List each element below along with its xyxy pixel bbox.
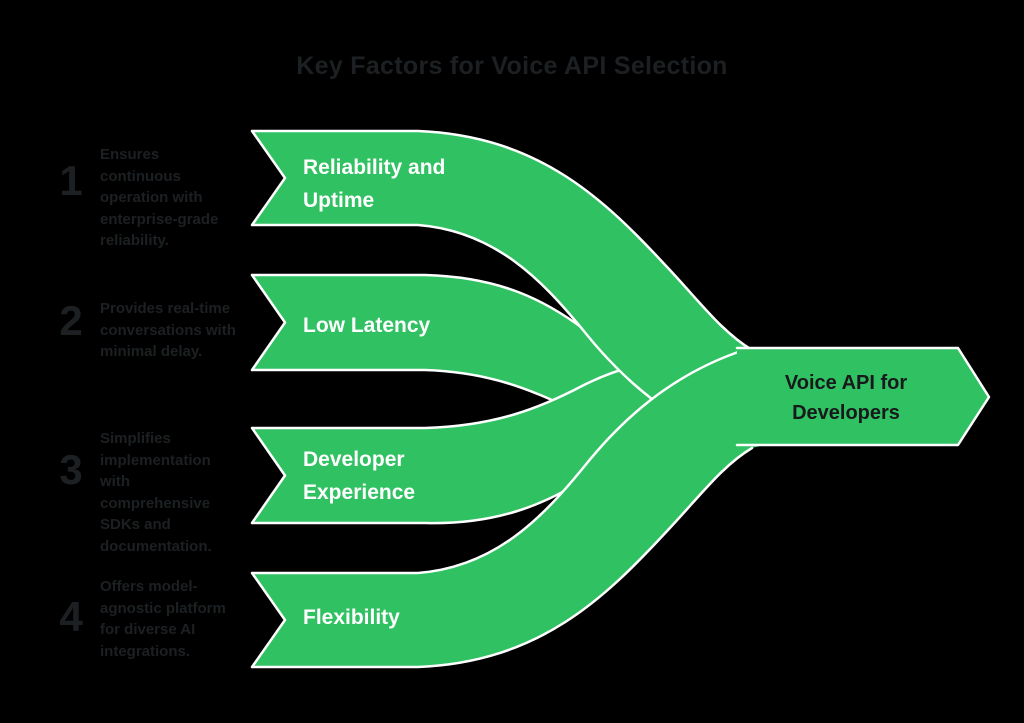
- factor-2-number: 2: [59, 297, 83, 344]
- page-title: Key Factors for Voice API Selection: [296, 52, 728, 80]
- factor-1-description: Ensures continuous operation with enterp…: [100, 146, 219, 250]
- result-arrow-label: Voice API for Developers: [784, 372, 908, 424]
- result-arrow: [735, 346, 991, 447]
- factor-4-description: Offers model-agnostic platform for diver…: [100, 578, 226, 660]
- factor-3-number: 3: [59, 446, 83, 493]
- factor-1-band-label: Reliability and Uptime: [303, 156, 446, 212]
- factor-1-number: 1: [59, 157, 83, 204]
- factor-2-band-label: Low Latency: [303, 314, 431, 337]
- factor-3-band-label: Developer Experience: [303, 448, 416, 504]
- band-reliability-uptime: [250, 129, 760, 450]
- factor-3-description: Simplifies implementation with comprehen…: [100, 430, 212, 555]
- factor-4-band-label: Flexibility: [303, 606, 400, 629]
- factor-4-number: 4: [59, 593, 83, 640]
- band-flexibility: [250, 348, 760, 669]
- factor-2-description: Provides real-time conversations with mi…: [100, 300, 236, 361]
